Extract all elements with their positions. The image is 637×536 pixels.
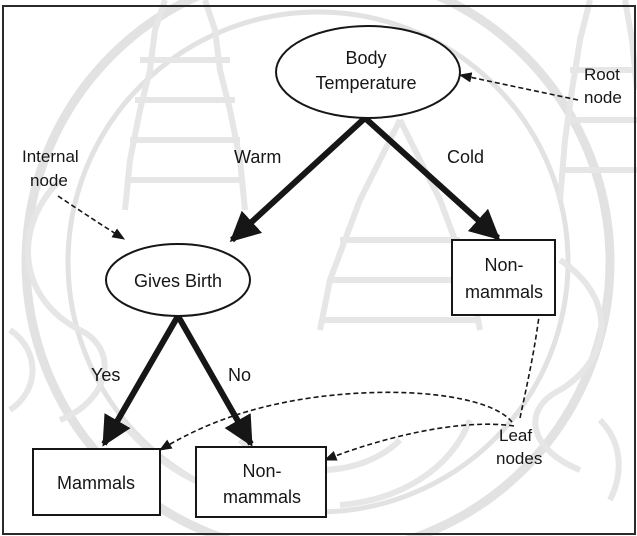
edge-warm: [232, 118, 365, 240]
root-node-label-line2: Temperature: [315, 73, 416, 93]
leaf-node-non-mammals-right: Non- mammals: [452, 240, 555, 315]
leaf-nodes-annotation-line1: Leaf: [499, 426, 532, 445]
non-mammals-bottom-line2: mammals: [223, 487, 301, 507]
edge-cold: [365, 118, 498, 238]
mammals-label: Mammals: [57, 473, 135, 493]
non-mammals-right-line1: Non-: [484, 255, 523, 275]
edge-label-cold: Cold: [447, 147, 484, 167]
edge-label-warm: Warm: [234, 147, 281, 167]
root-node: Body Temperature: [276, 26, 460, 118]
internal-node-annotation-line1: Internal: [22, 147, 79, 166]
internal-node-gives-birth: Gives Birth: [106, 244, 250, 316]
leaf-nodes-annotation-line2: nodes: [496, 449, 542, 468]
root-node-label-line1: Body: [345, 48, 386, 68]
non-mammals-bottom-line1: Non-: [242, 461, 281, 481]
leaf-pointer-non-mammals-bottom: [325, 424, 514, 460]
leaf-node-mammals: Mammals: [33, 449, 160, 515]
edge-label-no: No: [228, 365, 251, 385]
root-node-annotation-line1: Root: [584, 65, 620, 84]
gives-birth-label: Gives Birth: [134, 271, 222, 291]
edge-label-yes: Yes: [91, 365, 120, 385]
root-node-annotation-line2: node: [584, 88, 622, 107]
leaf-pointer-non-mammals-right: [520, 300, 541, 418]
internal-node-annotation-line2: node: [30, 171, 68, 190]
root-node-pointer: [460, 75, 578, 100]
leaf-node-non-mammals-bottom: Non- mammals: [196, 447, 326, 517]
non-mammals-right-line2: mammals: [465, 282, 543, 302]
leaf-pointer-mammals: [160, 392, 512, 450]
internal-node-pointer: [58, 196, 124, 239]
